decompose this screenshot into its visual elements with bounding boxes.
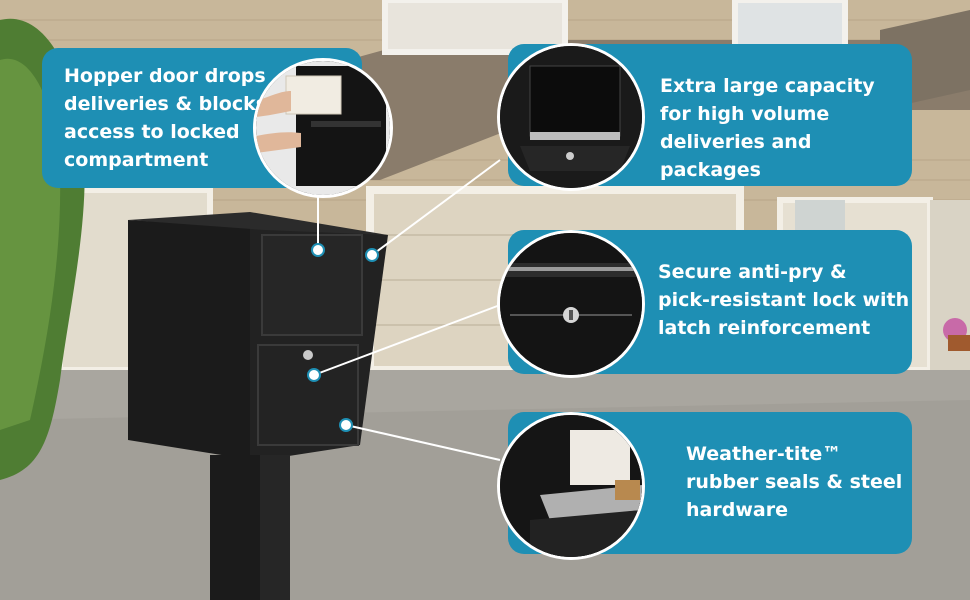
callout-lock-text: Secure anti-pry & pick-resistant lock wi…	[658, 258, 909, 342]
callout-capacity-line-2: for high volume	[660, 103, 830, 125]
callout-weather-line-1: Weather-tite™	[686, 443, 842, 465]
connector-lines	[313, 159, 501, 461]
mailbox-top	[128, 212, 388, 235]
window-upper-left	[382, 0, 568, 55]
callout-weather-line-3: hardware	[686, 499, 788, 521]
callout-capacity-line-3: deliveries and packages	[660, 131, 812, 181]
callout-lock-line-2: pick-resistant lock with	[658, 289, 910, 311]
callout-lock-line-3: latch reinforcement	[658, 317, 871, 339]
callout-hopper-line-3: access to locked	[64, 121, 240, 143]
connector-dots	[307, 243, 379, 432]
callout-hopper-line-2: deliveries & blocks	[64, 93, 268, 115]
lock-cylinder	[303, 350, 313, 360]
callout-capacity-line-1: Extra large capacity	[660, 75, 875, 97]
detail-photo-capacity	[497, 43, 645, 191]
mailbox	[128, 212, 388, 600]
detail-photo-lock	[497, 230, 645, 378]
detail-photo-hopper	[253, 58, 393, 198]
callout-capacity-text: Extra large capacity for high volume del…	[660, 72, 912, 184]
callout-hopper-text: Hopper door drops deliveries & blocks ac…	[64, 62, 267, 174]
mailbox-body-left	[128, 220, 265, 462]
callout-hopper-line-4: compartment	[64, 149, 209, 171]
callout-weather-line-2: rubber seals & steel	[686, 471, 903, 493]
callout-weather-text: Weather-tite™ rubber seals & steel hardw…	[686, 440, 902, 524]
callout-lock-line-1: Secure anti-pry &	[658, 261, 847, 283]
callout-hopper-line-1: Hopper door drops	[64, 65, 266, 87]
detail-photo-weather	[497, 412, 645, 560]
post-front	[260, 455, 290, 600]
flower-pot	[948, 335, 970, 351]
